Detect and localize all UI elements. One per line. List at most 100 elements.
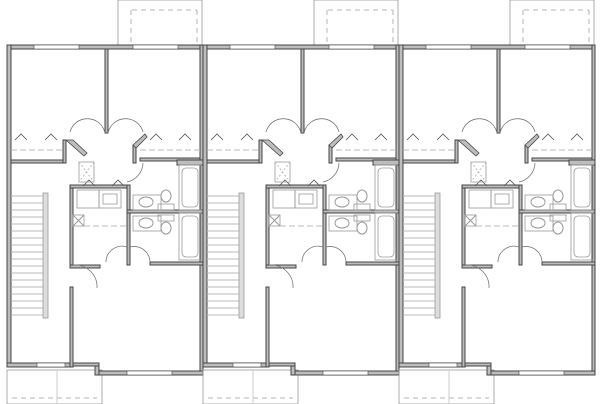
- toilet: [356, 221, 368, 235]
- bifold-door: [541, 133, 555, 141]
- window: [428, 362, 458, 368]
- window: [33, 44, 80, 50]
- wall: [461, 264, 493, 269]
- wall: [398, 44, 404, 368]
- attic-access: [470, 161, 487, 183]
- bathtub: [570, 164, 594, 211]
- linen-x: [72, 214, 85, 227]
- window: [232, 362, 262, 368]
- wall: [454, 139, 459, 164]
- wall: [496, 48, 501, 134]
- bathtub-basin: [377, 215, 395, 258]
- vanity: [328, 194, 358, 211]
- wall: [176, 159, 204, 166]
- wall: [300, 48, 305, 134]
- door-swing: [518, 162, 536, 183]
- window: [36, 362, 66, 368]
- patio: [202, 369, 299, 404]
- vanity: [524, 194, 554, 211]
- wall: [463, 362, 492, 367]
- attic-access: [78, 161, 95, 183]
- toilet: [356, 189, 368, 203]
- linen-cabinet: [464, 214, 477, 227]
- stair-rail: [434, 192, 441, 319]
- bifold-door: [178, 133, 192, 141]
- toilet: [160, 221, 172, 235]
- toilet: [552, 189, 564, 203]
- window: [322, 370, 369, 376]
- bathtub-basin: [573, 167, 591, 208]
- wall: [149, 261, 204, 266]
- wall: [541, 261, 596, 266]
- wall: [69, 264, 101, 269]
- toilet-tank: [157, 203, 175, 211]
- bathtub: [374, 164, 398, 211]
- bifold-door: [307, 179, 321, 187]
- bifold-door: [210, 133, 224, 141]
- toilet-tank: [353, 203, 371, 211]
- unit: [398, 0, 596, 404]
- wall: [518, 209, 596, 214]
- attic-access: [274, 161, 291, 183]
- bifold-door: [44, 133, 58, 141]
- bifold-door: [14, 133, 28, 141]
- patio: [398, 369, 495, 404]
- wall: [104, 48, 109, 134]
- toilet-tank: [157, 214, 175, 222]
- vanity: [132, 194, 162, 211]
- wall: [524, 133, 540, 149]
- toilet-tank: [353, 214, 371, 222]
- door-swing: [325, 246, 347, 263]
- door-swing: [105, 245, 128, 263]
- wall: [206, 159, 260, 164]
- bifold-door: [436, 133, 450, 141]
- vanity: [524, 215, 554, 232]
- wall: [202, 44, 208, 368]
- wall: [265, 184, 325, 189]
- wall: [345, 261, 400, 266]
- window: [132, 44, 179, 50]
- sink: [334, 196, 350, 208]
- wall: [69, 184, 74, 266]
- bathtub: [374, 212, 398, 261]
- door-swing: [464, 264, 490, 289]
- bathtub-basin: [181, 215, 199, 258]
- bifold-door: [406, 133, 420, 141]
- door-swing: [301, 245, 324, 263]
- linen-x: [268, 214, 281, 227]
- door-swing: [69, 118, 106, 134]
- wall: [456, 139, 480, 157]
- toilet-tank: [549, 203, 567, 211]
- unit: [202, 0, 400, 404]
- wall: [461, 286, 466, 368]
- door-swing: [107, 118, 144, 134]
- dryer-door: [298, 193, 314, 205]
- window: [328, 44, 375, 50]
- door-swing: [126, 162, 144, 183]
- toilet: [552, 221, 564, 235]
- sink: [334, 217, 350, 229]
- linen-cabinet: [268, 214, 281, 227]
- wall: [69, 286, 74, 368]
- wall: [372, 159, 400, 166]
- wall: [267, 362, 296, 367]
- bathtub-basin: [181, 167, 199, 208]
- door-swing: [497, 245, 520, 263]
- bathtub-basin: [377, 167, 395, 208]
- bifold-door: [345, 133, 359, 141]
- attic-access-x: [78, 161, 95, 183]
- door-swing: [322, 162, 340, 183]
- wall: [71, 362, 100, 367]
- window: [524, 44, 571, 50]
- door-swing: [499, 118, 536, 134]
- bifold-door: [149, 133, 163, 141]
- window: [229, 44, 276, 50]
- toilet-tank: [549, 214, 567, 222]
- dryer: [490, 189, 514, 209]
- dryer-door: [102, 193, 118, 205]
- vanity: [132, 215, 162, 232]
- wall: [265, 184, 270, 266]
- wall: [6, 44, 12, 368]
- window: [126, 370, 173, 376]
- wall: [461, 184, 521, 189]
